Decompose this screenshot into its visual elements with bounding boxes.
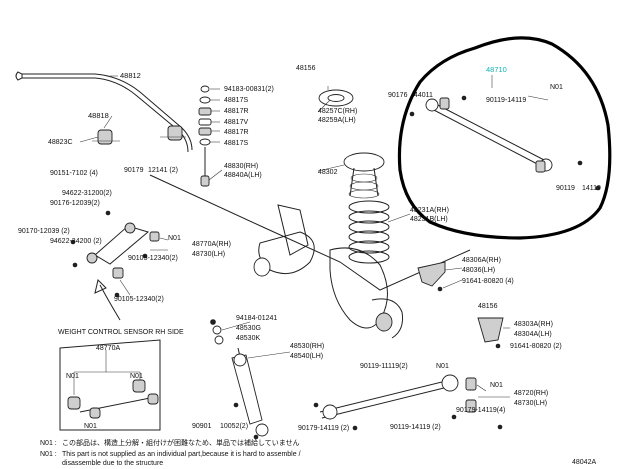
label-48710b: 90179-14119(4) (456, 407, 505, 414)
label-48817s-b: 48817S (224, 140, 248, 147)
note2-label: N01 : (40, 451, 57, 458)
label-90105a: 90105-12340(2) (128, 255, 178, 262)
label-90119a: 90119-14119 (486, 97, 526, 104)
bushing-stack (198, 85, 212, 187)
label-48817s-a: 48817S (224, 97, 248, 104)
label-48231a: 48231A(RH) (410, 207, 449, 214)
label-48540: 48540(LH) (290, 353, 323, 360)
label-91641b: 91641-80820 (2) (510, 343, 562, 350)
label-48259a: 48259A(LH) (318, 117, 356, 124)
label-90176b: 90176 (388, 92, 408, 99)
label-48817r-b: 48817R (224, 129, 249, 136)
highlight-circle (397, 36, 612, 240)
label-48812: 48812 (120, 71, 141, 80)
label-94622: 94622-31200(2) (62, 190, 112, 197)
label-48036: 48036(LH) (462, 267, 495, 274)
label-90119c: 90119-11119(2) (360, 363, 408, 370)
label-48817r-a: 48817R (224, 108, 249, 115)
label-14119: 14119 (582, 185, 601, 192)
label-90901: 90901 (192, 423, 212, 430)
part-labels: 48812 48818 48823C 90151-7102 (4) 90179 … (18, 65, 601, 432)
bump-stop-right (417, 261, 504, 349)
shock-absorber (210, 319, 269, 440)
label-48303a: 48303A(RH) (514, 321, 553, 328)
label-48257c: 48257C(RH) (318, 108, 357, 115)
label-n001-a: N01 (168, 235, 181, 242)
label-90170: 90170-12039 (2) (18, 228, 70, 235)
left-lateral-links (70, 210, 160, 298)
label-n001-c: N01 (130, 373, 143, 380)
label-12141: 12141 (2) (148, 167, 178, 174)
label-48720: 48720(RH) (514, 390, 548, 397)
label-48817v: 48817V (224, 119, 248, 126)
label-48530k: 48530K (236, 335, 260, 342)
stabilizer-bar (15, 71, 193, 153)
label-n001-g: N01 (490, 382, 503, 389)
label-n001-b: N01 (66, 373, 79, 380)
note1-label: N01 : (40, 440, 57, 447)
label-48302: 48302 (318, 169, 338, 176)
label-48770a: 48770A(RH) (192, 241, 231, 248)
upper-control-arm (409, 95, 601, 191)
figure-id: 48042A (572, 459, 596, 466)
label-48830: 48830(RH) (224, 163, 258, 170)
label-90176-a: 90176-12039(2) (50, 200, 100, 207)
label-48304a: 48304A(LH) (514, 331, 552, 338)
label-10052: 10052(2) (220, 423, 248, 430)
label-weight-header: WEIGHT CONTROL SENSOR RH SIDE (58, 329, 184, 336)
label-48730: 48730(LH) (192, 251, 225, 258)
label-90179b: 90179-14119 (2) (298, 425, 349, 432)
note2-text: This part is not supplied as an individu… (62, 451, 301, 458)
coil-spring-group (318, 89, 390, 264)
label-48710: 48710 (486, 65, 507, 74)
label-n001-e: N01 (550, 84, 563, 91)
label-90151: 90151-7102 (4) (50, 170, 98, 177)
label-48231b: 48231B(LH) (410, 216, 448, 223)
note2-text-b: disassemble due to the structure (62, 460, 163, 467)
label-48530: 48530(RH) (290, 343, 324, 350)
label-n001-d: N01 (84, 423, 97, 430)
label-90179: 90179 (124, 167, 144, 174)
label-48156: 48156 (296, 65, 316, 72)
label-48306a: 48306A(RH) (462, 257, 501, 264)
label-48818: 48818 (88, 111, 109, 120)
label-94184: 94184-01241 (236, 315, 277, 322)
label-48156b: 48156 (478, 303, 498, 310)
note1-text: この部品は、構造上分解・組付けが困難なため、単品では補給していません (62, 438, 300, 447)
label-90105b: 90105-12340(2) (114, 296, 164, 303)
lower-control-arm (313, 374, 503, 431)
label-44011: 44011 (414, 92, 433, 99)
label-94183: 94183-00831(2) (224, 86, 274, 93)
label-91641a: 91641-80820 (4) (462, 278, 514, 285)
label-90119b: 90119 (556, 185, 575, 192)
axle-carrier (149, 174, 471, 339)
weight-control-sensor (59, 339, 161, 431)
leader-lines (79, 75, 549, 398)
footnotes: N01 : この部品は、構造上分解・組付けが困難なため、単品では補給していません… (40, 438, 596, 467)
pointer-arrow (94, 279, 121, 321)
label-48840a: 48840A(LH) (224, 172, 262, 179)
label-48530g: 48530G (236, 325, 261, 332)
label-94622b: 94622-34200 (2) (50, 238, 102, 245)
label-48730b: 48730(LH) (514, 400, 547, 407)
label-48770a-b: 48770A (96, 345, 120, 352)
label-90119d: 90119-14119 (2) (390, 424, 441, 431)
label-n001-f: N01 (436, 363, 449, 370)
label-48823c: 48823C (48, 139, 73, 146)
